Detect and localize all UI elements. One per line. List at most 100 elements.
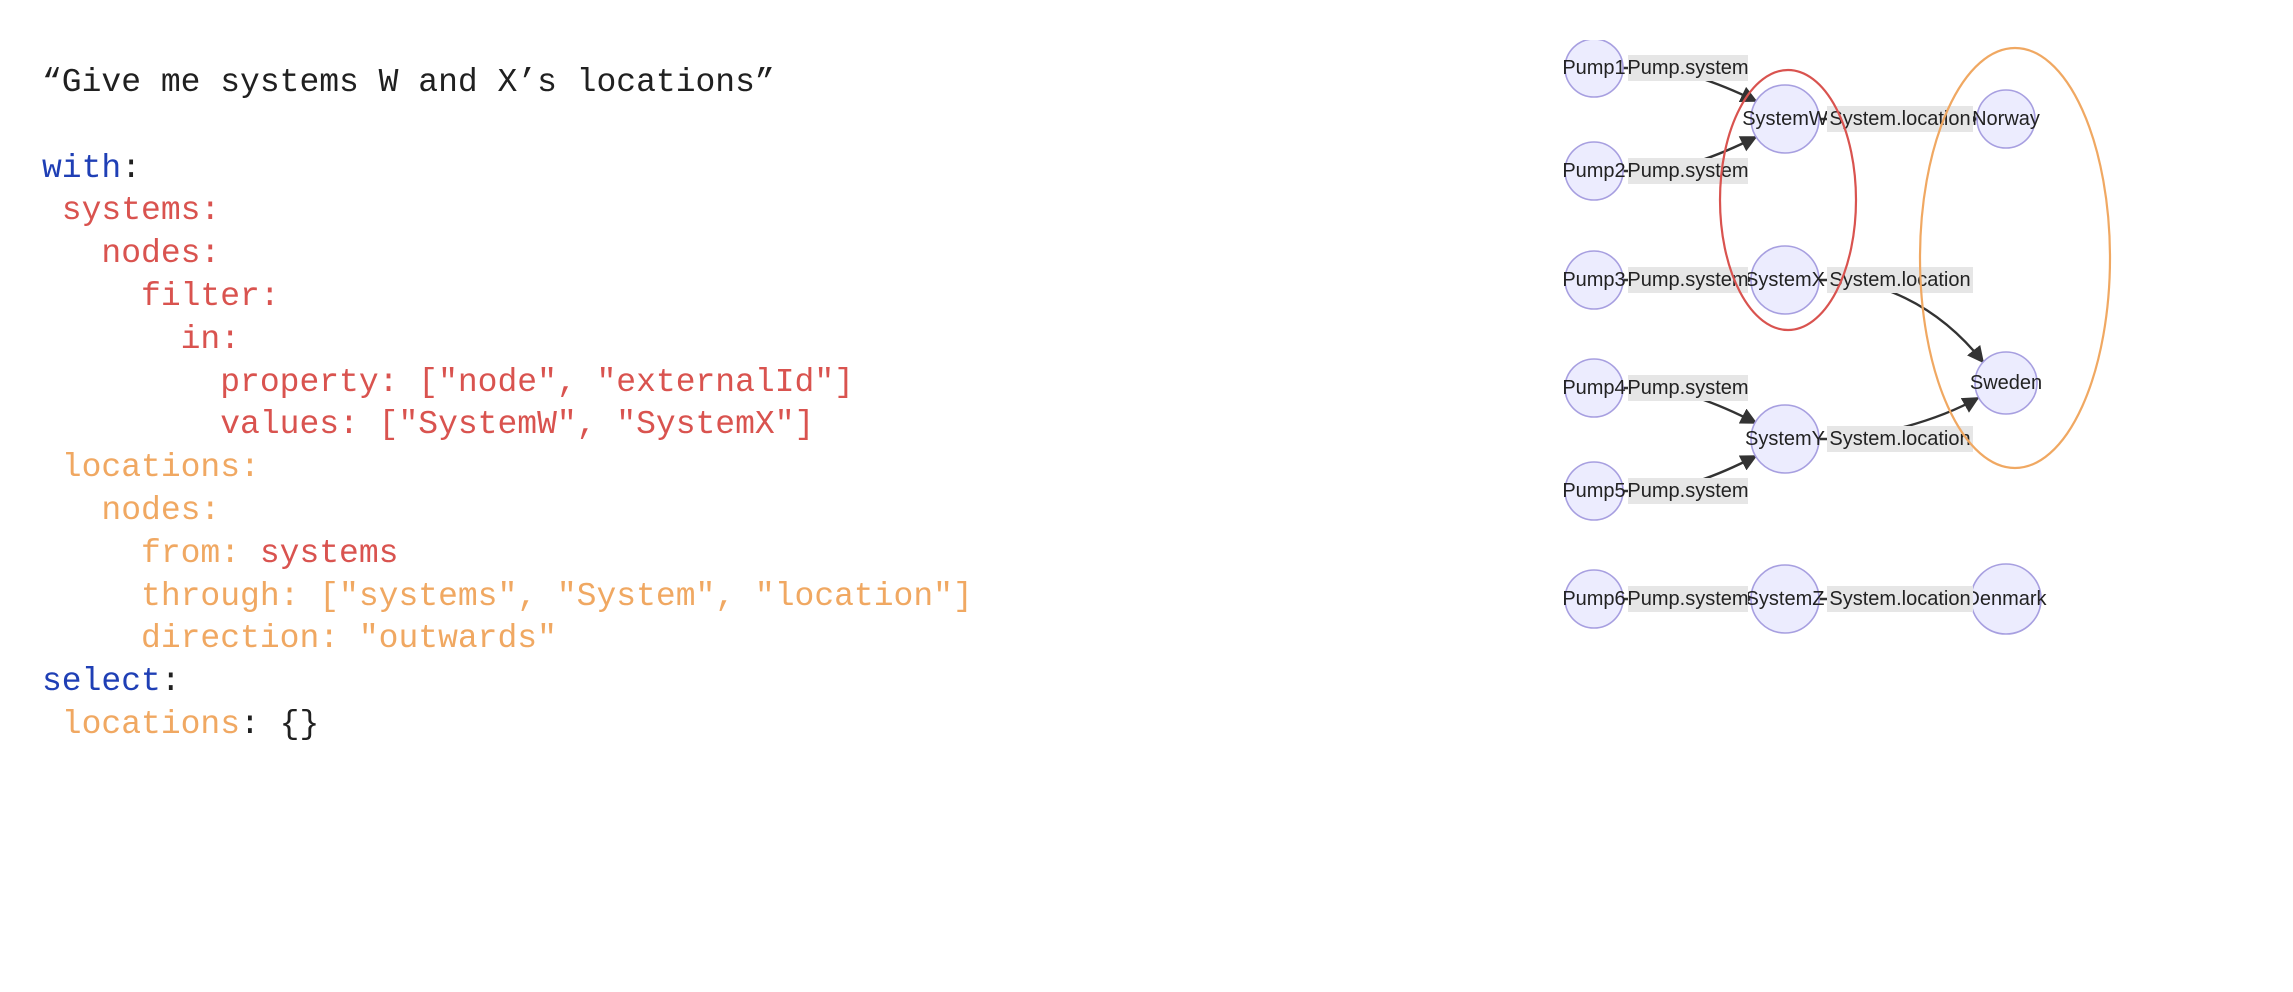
edge-label-bg [1827, 267, 1973, 293]
code-line: values: ["SystemW", "SystemX"] [42, 404, 973, 447]
node-systemx: SystemX [1745, 245, 1825, 315]
code-token: : [160, 663, 181, 701]
code-token: direction: "outwards" [42, 620, 557, 658]
code-line: from: systems [42, 533, 973, 576]
edge-label-text: Pump.system [1627, 160, 1748, 182]
node-label: Sweden [1970, 372, 2042, 394]
node-circle [1750, 404, 1820, 474]
graph-diagram: Pump1Pump2Pump3Pump4Pump5Pump6SystemWSys… [1562, 40, 2112, 635]
node-circle [1564, 40, 1624, 98]
node-pump1: Pump1 [1562, 40, 1626, 98]
code-line: with: [42, 148, 973, 191]
node-systemz: SystemZ [1746, 564, 1825, 634]
node-systemy: SystemY [1745, 404, 1825, 474]
edge-label: Pump.system [1627, 267, 1749, 293]
code-token: through: ["systems", "System", "location… [42, 577, 973, 615]
edge-label-bg [1827, 586, 1973, 612]
node-circle [1974, 351, 2038, 415]
edge-label-bg [1628, 267, 1748, 293]
edge-label-text: Pump.system [1627, 269, 1748, 291]
edge-label: System.location [1827, 267, 1973, 293]
code-line: locations: [42, 447, 973, 490]
code-token: with [42, 149, 122, 187]
node-circle [1564, 141, 1624, 201]
node-label: Pump2 [1562, 160, 1625, 182]
edge-label-text: Pump.system [1627, 377, 1748, 399]
edge-label: Pump.system [1627, 586, 1749, 612]
node-pump3: Pump3 [1562, 250, 1626, 310]
node-pump5: Pump5 [1562, 461, 1626, 521]
edge-label-text: Pump.system [1627, 588, 1748, 610]
node-label: Denmark [1965, 588, 2047, 610]
node-circle [1750, 245, 1820, 315]
node-circle [1750, 564, 1820, 634]
edge-label-text: System.location [1829, 269, 1970, 291]
code-line: nodes: [42, 233, 973, 276]
edge-label: System.location [1827, 586, 1973, 612]
code-token: : {} [240, 705, 320, 743]
node-pump6: Pump6 [1562, 569, 1626, 629]
code-line: in: [42, 319, 973, 362]
code-line: systems: [42, 190, 973, 233]
code-line: filter: [42, 276, 973, 319]
code-token: filter: [42, 277, 280, 315]
node-norway: Norway [1972, 89, 2040, 149]
edge-label-text: System.location [1829, 428, 1970, 450]
node-circle [1564, 461, 1624, 521]
node-circle [1750, 84, 1820, 154]
code-token: in: [42, 320, 241, 358]
edge-label-bg [1628, 478, 1748, 504]
code-line: through: ["systems", "System", "location… [42, 576, 973, 619]
node-pump4: Pump4 [1562, 358, 1626, 418]
edge-label: System.location [1827, 106, 1973, 132]
query-body: with: systems: nodes: filter: in: proper… [42, 148, 973, 743]
edge-label-text: System.location [1829, 588, 1970, 610]
edge-label: Pump.system [1627, 478, 1749, 504]
code-token: from: [42, 534, 260, 572]
code-line: locations: {} [42, 704, 973, 747]
code-token: : [121, 149, 142, 187]
code-line: property: ["node", "externalId"] [42, 362, 973, 405]
node-circle [1564, 569, 1624, 629]
node-pump2: Pump2 [1562, 141, 1626, 201]
locations-highlight-ellipse [1918, 46, 2112, 470]
code-token: systems: [42, 192, 221, 230]
edge-label: System.location [1827, 426, 1973, 452]
node-label: Pump1 [1562, 57, 1625, 79]
node-circle [1564, 358, 1624, 418]
edge-label-text: Pump.system [1627, 480, 1748, 502]
code-line: direction: "outwards" [42, 618, 973, 661]
blank-line [42, 105, 973, 148]
edge-label-text: System.location [1829, 108, 1970, 130]
edge-label-bg [1827, 426, 1973, 452]
code-token: locations [42, 705, 241, 743]
edge-label-bg [1628, 55, 1748, 81]
code-token: locations: [42, 449, 260, 487]
code-line: nodes: [42, 490, 973, 533]
edge-label: Pump.system [1627, 375, 1749, 401]
code-token: nodes: [42, 491, 221, 529]
edge-label-bg [1628, 375, 1748, 401]
edge-label-bg [1827, 106, 1973, 132]
node-label: Norway [1972, 108, 2040, 130]
edge-label-text: Pump.system [1627, 57, 1748, 79]
code-token: nodes: [42, 235, 221, 273]
node-label: Pump5 [1562, 480, 1625, 502]
edge-label-bg [1628, 158, 1748, 184]
node-label: SystemZ [1746, 588, 1825, 610]
node-label: Pump4 [1562, 377, 1625, 399]
node-label: Pump6 [1562, 588, 1625, 610]
node-label: SystemW [1742, 108, 1828, 130]
node-circle [1976, 89, 2036, 149]
node-circle [1564, 250, 1624, 310]
query-code-block: “Give me systems W and X’s locations” wi… [42, 62, 973, 743]
node-label: SystemY [1745, 428, 1825, 450]
edge-label-bg [1628, 586, 1748, 612]
query-title: “Give me systems W and X’s locations” [42, 64, 775, 101]
node-label: Pump3 [1562, 269, 1625, 291]
node-denmark: Denmark [1965, 563, 2048, 635]
node-label: SystemX [1745, 269, 1825, 291]
code-token: property: ["node", "externalId"] [42, 363, 854, 401]
code-token: select [42, 663, 161, 701]
edge-label: Pump.system [1627, 55, 1749, 81]
